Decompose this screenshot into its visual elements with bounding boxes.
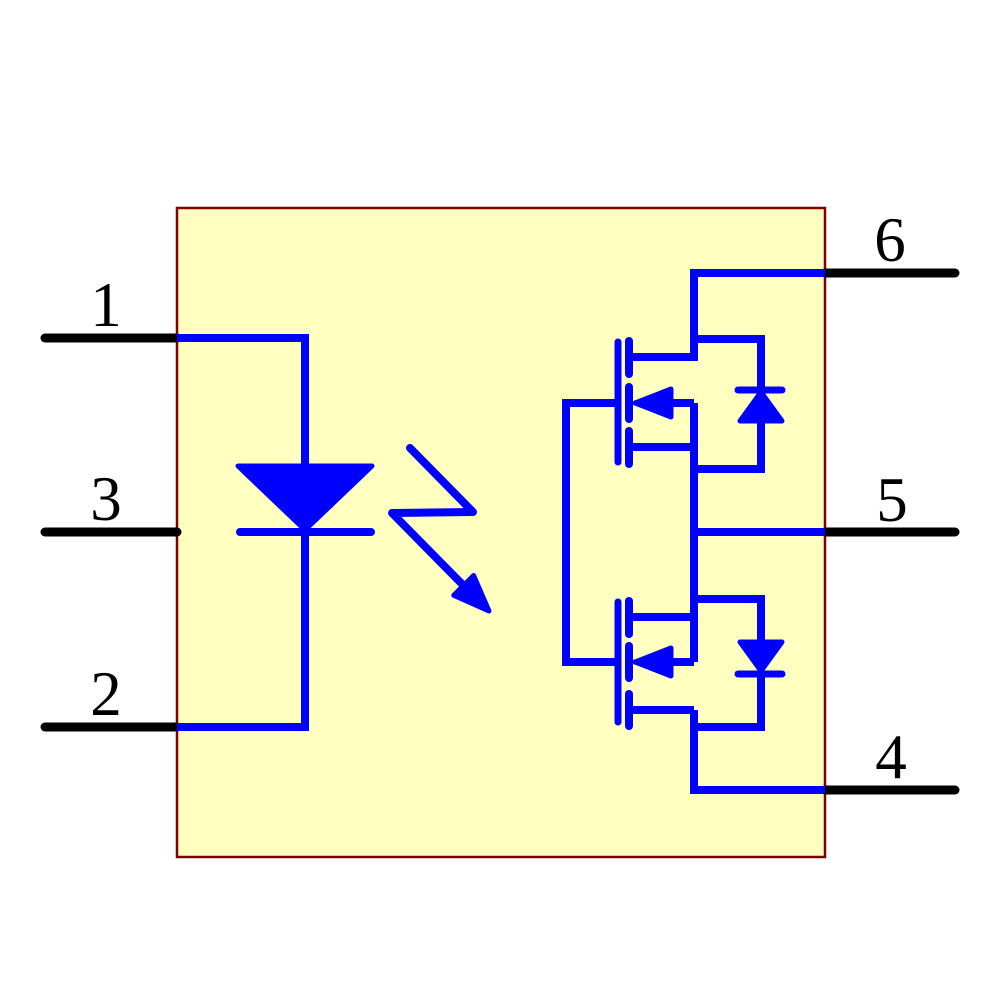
led-triangle: [235, 463, 375, 533]
led-cathode-wire: [177, 532, 309, 731]
upper-diode-anode-wire: [694, 421, 765, 473]
lower-diode-triangle: [737, 639, 785, 674]
light-emission-arrow: [388, 444, 477, 588]
lower-mosfet-drain-wire-to-pin4: [690, 710, 825, 794]
led-anode-wire: [177, 334, 309, 466]
pin-5-label: 5: [876, 465, 908, 535]
pin-6-label: 6: [874, 205, 906, 275]
light-arrow-head-icon: [451, 573, 492, 614]
upper-diode-cathode-wire: [694, 335, 765, 388]
upper-mosfet-drain-wire-to-pin6: [631, 269, 825, 361]
lower-diode-anode-wire: [694, 595, 765, 643]
pin-2-label: 2: [90, 659, 122, 729]
pin-3-label: 3: [90, 464, 122, 534]
lower-diode-cathode-wire: [694, 676, 765, 731]
pin-4-label: 4: [875, 722, 907, 792]
pin-1-label: 1: [90, 270, 122, 340]
gate-bus-wire: [562, 399, 615, 666]
